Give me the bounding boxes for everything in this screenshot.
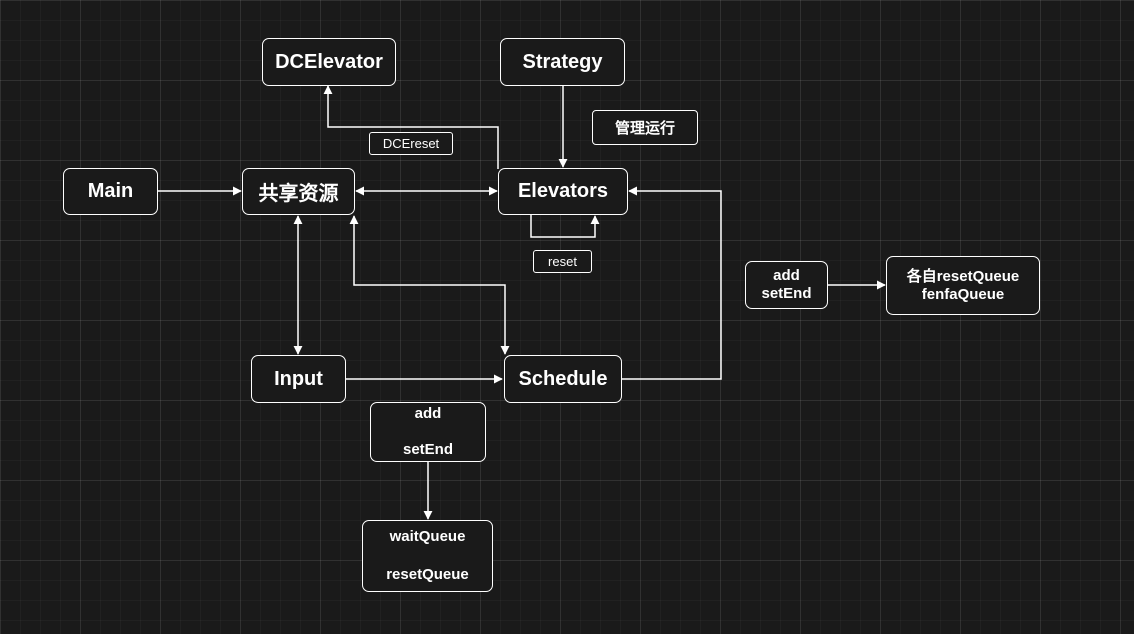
node-guanli-label: 管理运行 — [614, 120, 675, 137]
node-add-setend-right-line1: add — [773, 267, 800, 284]
node-input-label: Input — [274, 367, 323, 390]
node-dcelevator[interactable]: DCElevator — [262, 38, 396, 86]
node-add-setend-bottom-line2: setEnd — [402, 441, 453, 458]
node-reset-queue-box-line1: 各自resetQueue — [906, 267, 1020, 285]
edge-elevators-reset-loop — [530, 214, 600, 238]
node-queues-box-line2: resetQueue — [386, 566, 469, 583]
node-reset-queue-box-line2: fenfaQueue — [921, 285, 1005, 303]
node-add-setend-right-line2: setEnd — [761, 285, 812, 302]
node-queues-box[interactable]: waitQueue resetQueue — [362, 520, 493, 592]
edge-shared-schedule — [349, 215, 510, 355]
node-dcelevator-label: DCElevator — [275, 50, 383, 73]
node-queues-box-line1: waitQueue — [389, 528, 466, 545]
node-input[interactable]: Input — [251, 355, 346, 403]
node-schedule[interactable]: Schedule — [504, 355, 622, 403]
node-elevators[interactable]: Elevators — [498, 168, 628, 215]
node-guanli[interactable]: 管理运行 — [592, 110, 698, 145]
edge-label-dcereset-text: DCEreset — [382, 136, 440, 151]
node-schedule-label: Schedule — [518, 367, 608, 390]
edge-label-reset: reset — [533, 250, 592, 273]
edge-label-dcereset: DCEreset — [369, 132, 453, 155]
node-main-label: Main — [87, 180, 134, 202]
node-shared-resources-label: 共享资源 — [258, 183, 339, 205]
node-add-setend-right[interactable]: add setEnd — [745, 261, 828, 309]
node-reset-queue-box[interactable]: 各自resetQueue fenfaQueue — [886, 256, 1040, 315]
node-add-setend-bottom-line1: add — [414, 405, 442, 422]
node-strategy[interactable]: Strategy — [500, 38, 625, 86]
node-shared-resources[interactable]: 共享资源 — [242, 168, 355, 215]
node-add-setend-bottom[interactable]: add setEnd — [370, 402, 486, 462]
node-main[interactable]: Main — [63, 168, 158, 215]
node-strategy-label: Strategy — [522, 50, 603, 73]
edge-elevators-to-dcelevator — [323, 85, 499, 169]
node-elevators-label: Elevators — [517, 180, 609, 202]
edge-label-reset-text: reset — [548, 254, 577, 269]
edge-schedule-to-elevators — [622, 186, 722, 380]
